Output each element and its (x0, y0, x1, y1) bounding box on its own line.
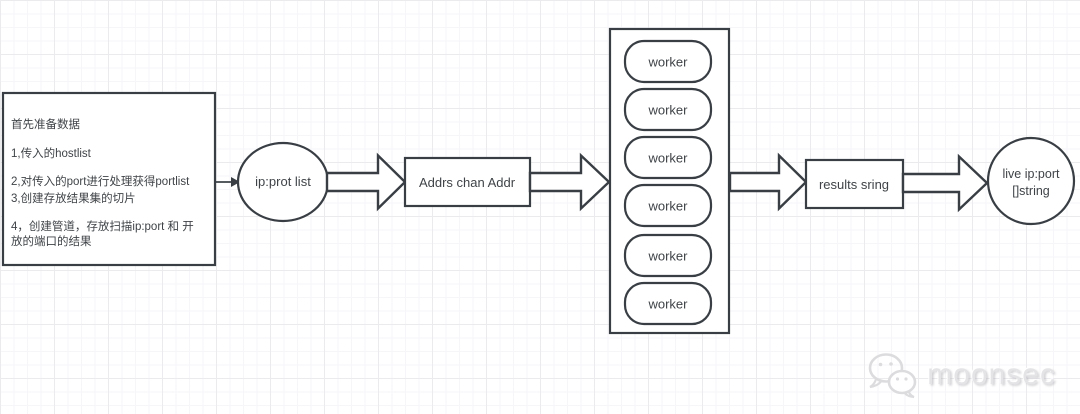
worker-label-4: worker (647, 199, 688, 214)
addrs-chan-box: Addrs chan Addr (403, 156, 532, 208)
worker-rect-6 (623, 281, 713, 326)
addrs-chan-label: Addrs chan Addr (419, 175, 516, 190)
worker-pool-container: worker worker worker worker worker worke… (608, 27, 731, 335)
prep-notes-box: 首先准备数据 1,传入的hostlist 2,对传入的port进行处理获得por… (1, 91, 217, 267)
input-ellipse-label: ip:prot list (255, 174, 311, 189)
worker-rect-1 (623, 39, 713, 84)
connector-arrow (216, 177, 240, 187)
block-arrow-3-icon (728, 152, 808, 212)
worker-rect-3 (623, 135, 713, 180)
worker-rect-4 (623, 183, 713, 228)
worker-rect-2 (623, 87, 713, 132)
worker-label-5: worker (647, 249, 688, 264)
worker-node: worker (623, 135, 713, 180)
output-circle: live ip:port []string (986, 136, 1076, 226)
prep-line-6: 放的端口的结果 (11, 234, 92, 248)
output-circle-shape (986, 136, 1076, 226)
results-label: results sring (819, 177, 889, 192)
worker-rect-5 (623, 233, 713, 278)
prep-line-1: 首先准备数据 (11, 117, 80, 131)
prep-line-4: 3,创建存放结果集的切片 (11, 191, 136, 205)
results-rect (804, 158, 905, 210)
worker-node: worker (623, 281, 713, 326)
worker-node: worker (623, 183, 713, 228)
worker-node: worker (623, 87, 713, 132)
worker-label-2: worker (647, 103, 688, 118)
worker-label-3: worker (647, 151, 688, 166)
prep-line-2: 1,传入的hostlist (11, 146, 92, 160)
output-circle-line2: []string (1012, 184, 1050, 198)
prep-line-3: 2,对传入的port进行处理获得portlist (11, 174, 190, 188)
prep-notes-rect (1, 91, 217, 267)
results-box: results sring (804, 158, 905, 210)
output-circle-line1: live ip:port (1003, 167, 1060, 181)
prep-line-5: 4，创建管道，存放扫描ip:port 和 开 (11, 219, 194, 233)
worker-node: worker (623, 39, 713, 84)
worker-node: worker (623, 233, 713, 278)
worker-label-1: worker (647, 55, 688, 70)
block-arrow-4-icon (901, 153, 989, 213)
worker-label-6: worker (647, 297, 688, 312)
input-list-ellipse: ip:prot list (236, 141, 330, 223)
connector-arrowhead-icon (231, 177, 240, 187)
block-arrow-2-icon (528, 152, 611, 212)
block-arrow-1-icon (325, 152, 407, 212)
